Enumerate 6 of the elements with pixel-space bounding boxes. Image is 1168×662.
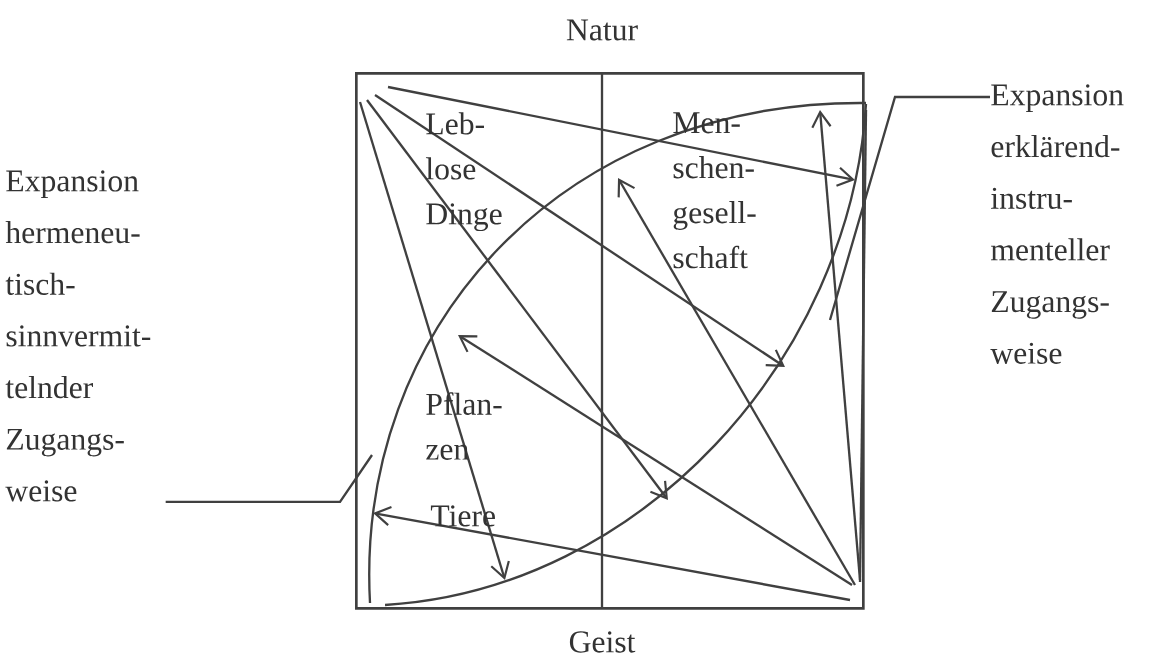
pole-label: Geist <box>569 631 636 653</box>
leader-line <box>165 454 373 504</box>
leader-line <box>828 95 990 321</box>
side-caption: Expansion hermeneu- tisch- sinnvermit- telnder Zugangs- weise <box>5 170 151 502</box>
side-caption: Expansion erklärend- instru- menteller Zugangs- weise <box>990 84 1124 364</box>
pole-label: Natur <box>566 19 638 41</box>
